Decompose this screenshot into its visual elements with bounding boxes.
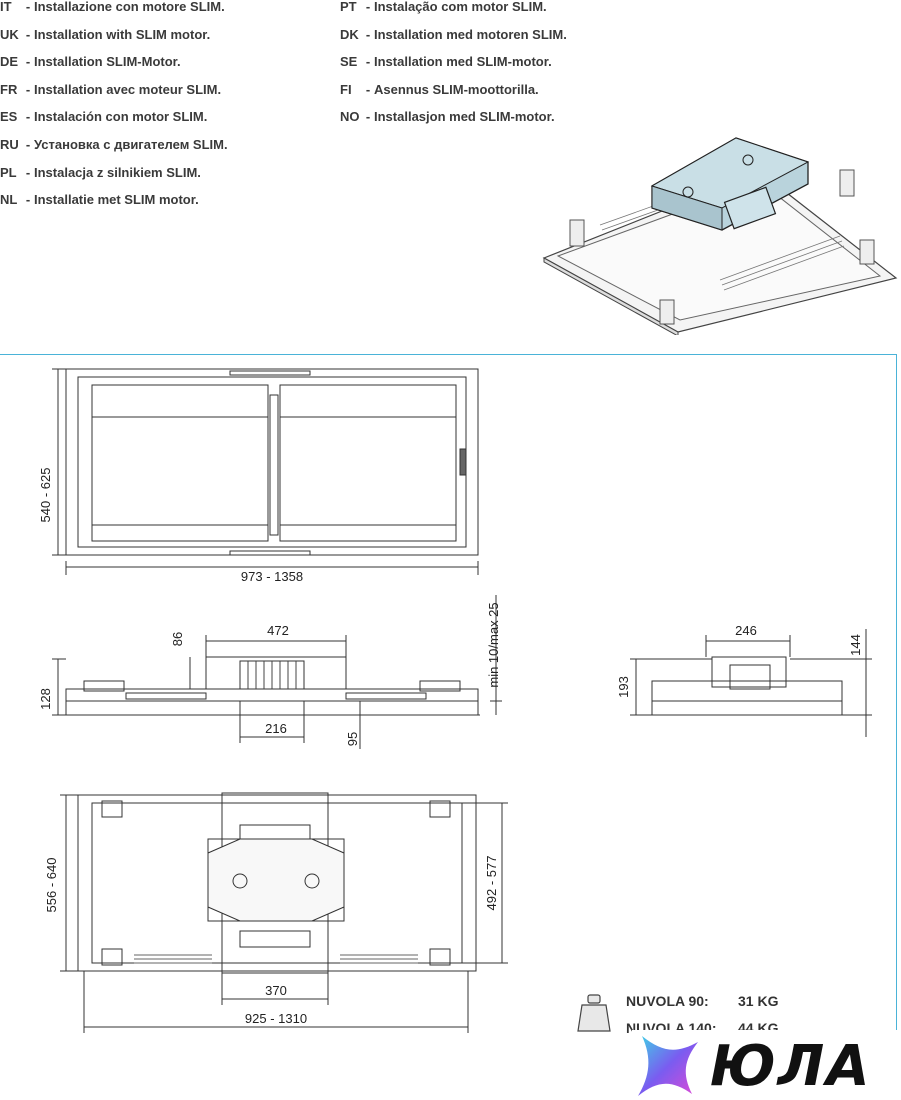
lang-row: RU-Установка с двигателем SLIM. [0, 136, 228, 152]
lang-row: PL-Instalacja z silnikiem SLIM. [0, 164, 201, 180]
lang-row: DK-Installation med motoren SLIM. [340, 26, 567, 42]
dim-246: 246 [735, 623, 757, 638]
logo-text: ЮЛА [710, 1034, 872, 1099]
brand-logo: ЮЛА [632, 1030, 900, 1100]
dim-bottom-inner: 492 - 577 [484, 856, 499, 911]
dim-top-width: 973 - 1358 [241, 569, 303, 584]
lang-row: FR-Installation avec moteur SLIM. [0, 81, 222, 97]
lang-row: NO-Installasjon med SLIM-motor. [340, 109, 555, 125]
dim-95: 95 [345, 732, 360, 746]
end-view-hood [651, 680, 843, 716]
dim-bottom-height: 556 - 640 [44, 858, 59, 913]
dim-144: 144 [848, 634, 863, 656]
lang-row: FI-Asennus SLIM-moottorilla. [340, 81, 539, 97]
dim-128: 128 [38, 688, 53, 710]
dim-86: 86 [170, 632, 185, 646]
lang-row: DE-Installation SLIM-Motor. [0, 54, 181, 70]
dim-193: 193 [616, 676, 631, 698]
lang-row: NL-Installatie met SLIM motor. [0, 192, 199, 208]
bottom-view-outline [77, 794, 477, 972]
dim-top-height: 540 - 625 [38, 468, 53, 523]
lang-row: UK-Installation with SLIM motor. [0, 26, 211, 42]
lang-row: PT-Instalação com motor SLIM. [340, 0, 547, 14]
weight-row: NUVOLA 90:31 KG [626, 993, 779, 1009]
weight-icon [577, 994, 611, 1032]
dim-minmax: min 10/max 25 [486, 602, 501, 687]
top-view-outline [65, 368, 479, 556]
dim-472: 472 [267, 623, 289, 638]
lang-row: SE-Installation med SLIM-motor. [340, 54, 552, 70]
drawing-panel [0, 354, 897, 1098]
dim-216: 216 [265, 721, 287, 736]
isometric-illustration [542, 137, 898, 335]
language-list-right: PT-Instalação com motor SLIM. DK-Install… [340, 0, 567, 137]
dim-370: 370 [265, 983, 287, 998]
technical-drawings: 540 - 625 973 - 1358 86 472 min 10/max 2… [38, 368, 872, 1033]
dim-bottom-width: 925 - 1310 [245, 1011, 307, 1026]
logo-icon [638, 1036, 698, 1096]
lang-row: ES-Instalación con motor SLIM. [0, 109, 208, 125]
language-list-left: IT-Installazione con motore SLIM. UK-Ins… [0, 0, 228, 220]
lang-row: IT-Installazione con motore SLIM. [0, 0, 225, 14]
weights-list: NUVOLA 90:31 KG NUVOLA 140:44 KG [626, 993, 778, 1047]
